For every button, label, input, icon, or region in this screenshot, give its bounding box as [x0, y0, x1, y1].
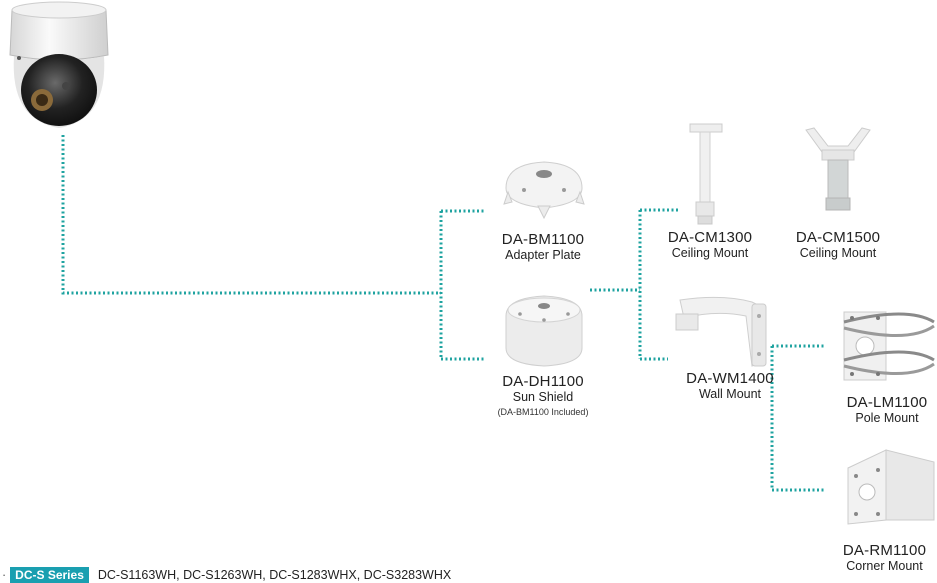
pole-mount-icon [838, 308, 936, 384]
lm1100-desc: Pole Mount [838, 411, 936, 425]
cm1500-desc: Ceiling Mount [786, 246, 890, 260]
dome-camera-icon [4, 0, 114, 132]
rm1100-code: DA-RM1100 [832, 542, 937, 559]
wm1400-desc: Wall Mount [676, 387, 784, 401]
lm1100-code: DA-LM1100 [838, 394, 936, 411]
dh1100-code: DA-DH1100 [478, 373, 608, 390]
rm1100-desc: Corner Mount [832, 559, 937, 573]
wm1400-code: DA-WM1400 [676, 370, 784, 387]
series-badge: DC-S Series [10, 567, 89, 583]
series-bullet: · [2, 568, 6, 582]
sun-shield-icon [500, 292, 588, 368]
dh1100-note: (DA-BM1100 Included) [478, 407, 608, 417]
wall-mount-icon [672, 292, 772, 372]
series-models: DC-S1163WH, DC-S1263WH, DC-S1283WHX, DC-… [98, 568, 451, 582]
dh1100-desc: Sun Shield [478, 390, 608, 404]
bm1100-code: DA-BM1100 [488, 231, 598, 248]
cm1300-desc: Ceiling Mount [664, 246, 756, 260]
ceiling-mount-bracket-icon [802, 126, 874, 214]
ceiling-mount-pole-icon [686, 122, 726, 226]
cm1300-code: DA-CM1300 [664, 229, 756, 246]
bm1100-desc: Adapter Plate [488, 248, 598, 262]
corner-mount-icon [842, 446, 937, 526]
adapter-plate-icon [502, 158, 586, 220]
series-caption: · DC-S Series DC-S1163WH, DC-S1263WH, DC… [0, 567, 451, 583]
cm1500-code: DA-CM1500 [786, 229, 890, 246]
